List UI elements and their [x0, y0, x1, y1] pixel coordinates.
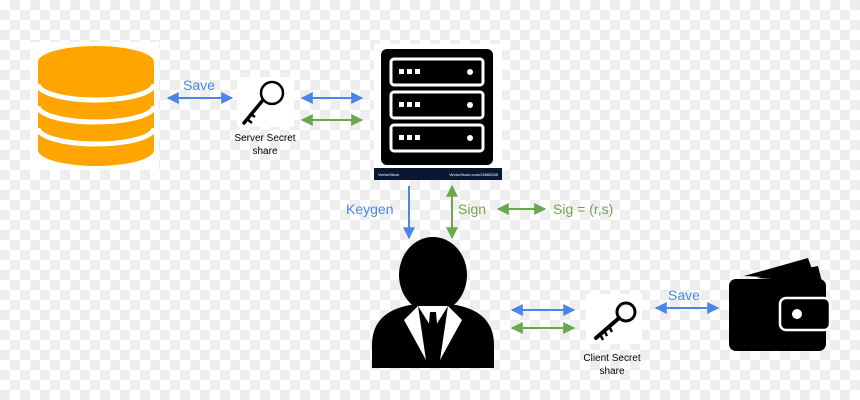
save-client-label: Save: [668, 287, 700, 303]
server-banner-right: VectorStock.com/24865335: [449, 172, 499, 177]
sig-label: Sig = (r,s): [553, 201, 613, 217]
server-share-label-line2: share: [252, 146, 277, 157]
save-server-label: Save: [183, 77, 215, 93]
user-icon: [372, 237, 494, 368]
server-share-label-line1: Server Secret: [234, 133, 295, 144]
server-rack-icon: VectorStock VectorStock.com/24865335: [374, 44, 502, 180]
sign-label: Sign: [458, 201, 486, 217]
client-key-icon: [586, 294, 642, 344]
client-share-label-line1: Client Secret: [583, 353, 640, 364]
keygen-label: Keygen: [346, 201, 393, 217]
client-share-label-line2: share: [599, 366, 624, 377]
server-key-icon: [237, 77, 294, 127]
server-banner-left: VectorStock: [378, 172, 399, 177]
wallet-icon: [729, 258, 832, 351]
database-icon: [30, 42, 159, 170]
